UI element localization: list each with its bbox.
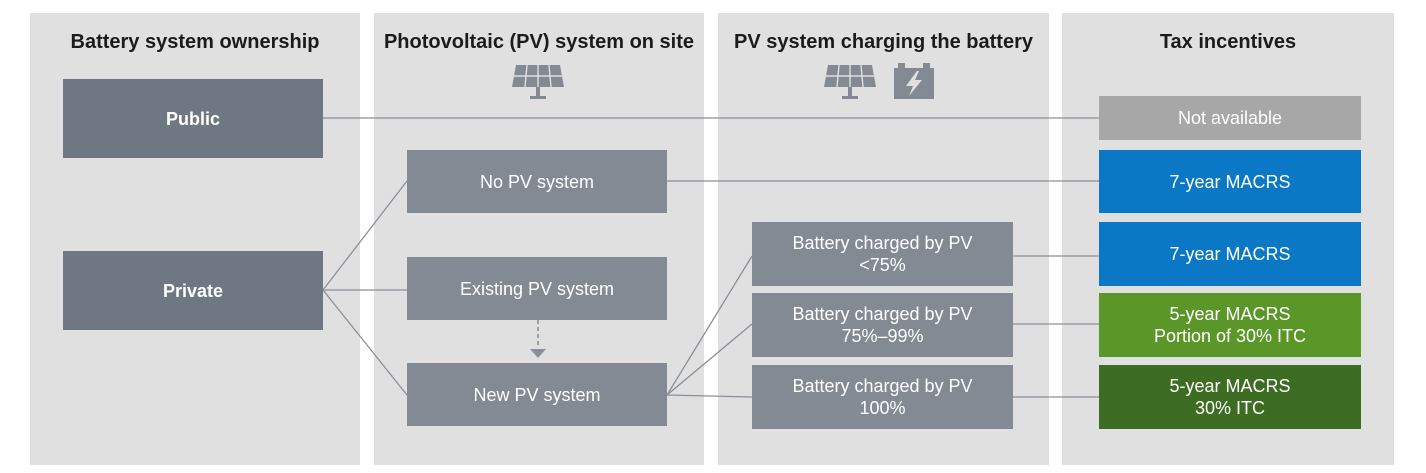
no-pv-label: No PV system (479, 171, 595, 192)
column-title-pv-charging: PV system charging the battery (734, 31, 1033, 53)
existing-pv-label: Existing PV system (459, 278, 615, 299)
macrs5-full-line1: 5-year MACRS (1169, 376, 1291, 396)
public-box: Public (63, 79, 323, 158)
charged-75-99-line1: Battery charged by PV (792, 304, 973, 324)
new-pv-label: New PV system (473, 384, 601, 405)
connector-newpv-b75 (666, 323, 753, 396)
macrs5-full-line2: 30% ITC (1194, 398, 1266, 418)
connector-private-nopv (322, 180, 408, 291)
charged-lt75-line1: Battery charged by PV (792, 233, 973, 253)
macrs7-label-a: 7-year MACRS (1169, 171, 1291, 192)
new-pv-box: New PV system (407, 363, 667, 426)
column-title-ownership: Battery system ownership (70, 31, 320, 53)
connector-newpv-lt75 (666, 255, 753, 396)
charged-75-99-box: Battery charged by PV 75%–99% (752, 293, 1013, 357)
not-available-box: Not available (1099, 96, 1361, 140)
no-pv-box: No PV system (407, 150, 667, 213)
charged-lt75-box: Battery charged by PV <75% (752, 222, 1013, 286)
battery-charge-icon (894, 63, 934, 99)
public-label: Public (165, 108, 220, 129)
solar-panel-icon (824, 64, 876, 99)
private-box: Private (63, 251, 323, 330)
private-label: Private (162, 280, 224, 301)
charged-75-99-line2: 75%–99% (841, 326, 924, 346)
macrs7-label-b: 7-year MACRS (1169, 244, 1291, 264)
charged-100-line2: 100% (859, 398, 906, 418)
not-available-label: Not available (1177, 108, 1283, 128)
charged-100-box: Battery charged by PV 100% (752, 365, 1013, 429)
existing-pv-box: Existing PV system (407, 257, 667, 320)
macrs7-box-b: 7-year MACRS (1099, 222, 1361, 286)
solar-panel-icon (512, 64, 564, 99)
macrs7-box-a: 7-year MACRS (1099, 150, 1361, 213)
charged-100-line1: Battery charged by PV (792, 376, 973, 396)
macrs5-partial-line1: 5-year MACRS (1169, 304, 1291, 324)
column-title-tax: Tax incentives (1159, 31, 1297, 53)
charged-lt75-line2: <75% (859, 255, 906, 275)
macrs5-full-itc-box: 5-year MACRS 30% ITC (1099, 365, 1361, 429)
connector-newpv-full (666, 394, 753, 398)
arrow-head-down (530, 349, 546, 358)
macrs5-partial-line2: Portion of 30% ITC (1153, 326, 1307, 346)
macrs5-partial-itc-box: 5-year MACRS Portion of 30% ITC (1099, 293, 1361, 357)
connector-private-newpv (322, 289, 408, 396)
column-title-pv-site: Photovoltaic (PV) system on site (383, 31, 695, 53)
